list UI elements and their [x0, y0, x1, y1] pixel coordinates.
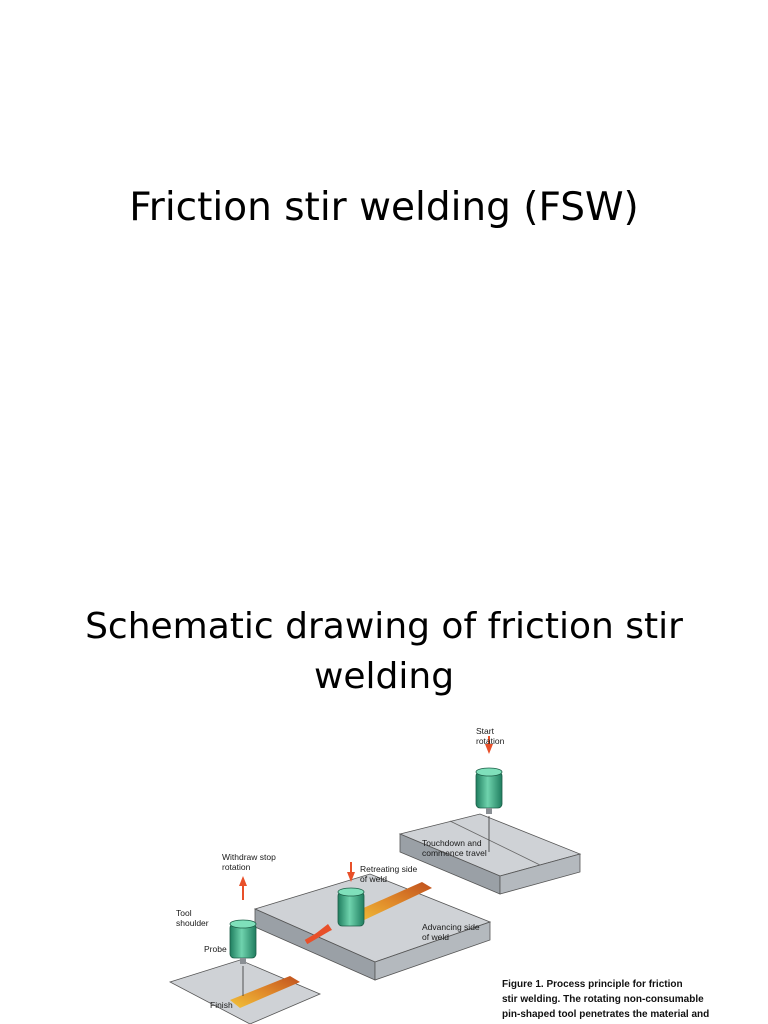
label-withdraw: Withdraw stop rotation: [222, 852, 276, 872]
caption-line-3: pin-shaped tool penetrates the material …: [502, 1009, 710, 1020]
label-retreating: Retreating side of weld: [360, 864, 418, 884]
label-touchdown: Touchdown and commence travel: [422, 838, 487, 858]
plate-finish: [168, 959, 322, 1024]
tool-withdraw: [229, 876, 257, 996]
plate-start: [398, 813, 582, 895]
tool-welding: [304, 862, 365, 945]
label-finish: Finish: [210, 1000, 233, 1010]
label-advancing: Advancing side of weld: [422, 922, 480, 942]
caption-line-1: Figure 1. Process principle for friction: [502, 979, 683, 990]
title-line-2: welding: [313, 656, 455, 697]
slide-2: Schematic drawing of friction stir weldi…: [0, 576, 768, 1024]
fsw-schematic-figure: Start rotation Touchdown and commence tr…: [160, 724, 750, 1024]
tool-start: [475, 736, 503, 852]
slide-title: Friction stir welding (FSW): [129, 185, 639, 230]
plate-middle: [253, 873, 492, 981]
fsw-schematic-drawing: [168, 736, 582, 1024]
slide-1: Friction stir welding (FSW): [129, 185, 639, 230]
figure-caption: Figure 1. Process principle for friction…: [502, 977, 742, 1022]
label-tool-shoulder: Tool shoulder: [176, 908, 209, 928]
label-start-rotation: Start rotation: [476, 726, 505, 746]
caption-line-2: stir welding. The rotating non-consumabl…: [502, 994, 704, 1005]
title-line-1: Schematic drawing of friction stir: [85, 606, 683, 647]
slide-title: Schematic drawing of friction stir weldi…: [60, 602, 708, 702]
label-probe: Probe: [204, 944, 227, 954]
